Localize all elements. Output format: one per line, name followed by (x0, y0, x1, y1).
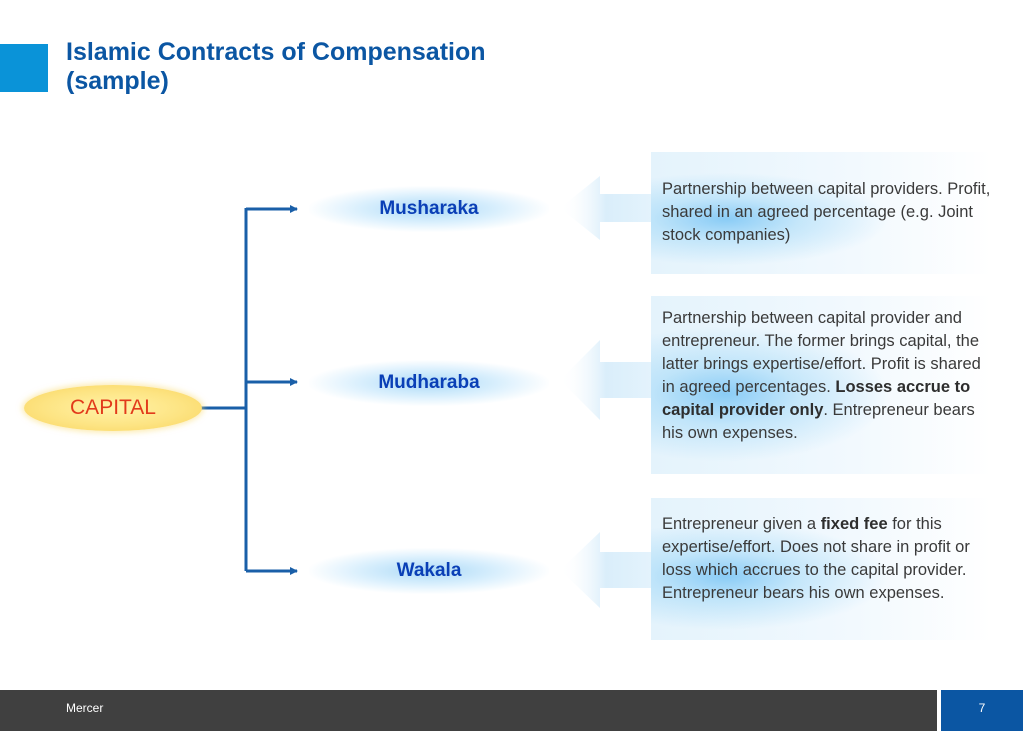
slide-title: Islamic Contracts of Compensation (sampl… (66, 38, 586, 96)
footer-brand: Mercer (66, 701, 104, 715)
callout-arrow-musharaka (560, 176, 652, 240)
contract-wakala: Wakala (396, 560, 462, 581)
description-box-wakala (651, 498, 991, 640)
description-musharaka-text: Partnership between capital providers. P… (662, 180, 991, 244)
description-mudharaba-text-1: Partnership between capital provider and… (662, 309, 981, 396)
capital-label: CAPITAL (70, 396, 156, 419)
wakala-glow (309, 548, 549, 594)
mudharaba-glow (309, 360, 549, 406)
description-musharaka: Partnership between capital providers. P… (662, 178, 992, 247)
capital-node (24, 385, 202, 431)
description-wakala-text-1: Entrepreneur given a (662, 515, 821, 533)
description-mudharaba: Partnership between capital provider and… (662, 307, 992, 445)
description-box-musharaka (651, 152, 991, 274)
callout-arrow-mudharaba (560, 340, 652, 420)
title-line-1: Islamic Contracts of Compensation (66, 38, 486, 66)
contract-mudharaba: Mudharaba (378, 372, 480, 393)
description-wakala: Entrepreneur given a fixed fee for this … (662, 513, 992, 605)
musharaka-glow (309, 186, 549, 232)
accent-square (0, 44, 48, 92)
page-number-box (941, 690, 1023, 731)
description-mudharaba-emphasis: Losses accrue to capital provider only (662, 378, 971, 419)
description-wakala-emphasis: fixed fee (820, 515, 888, 533)
title-line-2: (sample) (66, 67, 169, 95)
contract-musharaka: Musharaka (379, 198, 479, 219)
footer-bar (0, 690, 937, 731)
description-mudharaba-text-2: . Entrepreneur bears his own expenses. (662, 401, 975, 442)
description-wakala-text-2: for this expertise/effort. Does not shar… (662, 515, 970, 602)
page-number: 7 (978, 701, 986, 715)
description-box-mudharaba (651, 296, 991, 474)
callout-arrow-wakala (560, 532, 652, 608)
